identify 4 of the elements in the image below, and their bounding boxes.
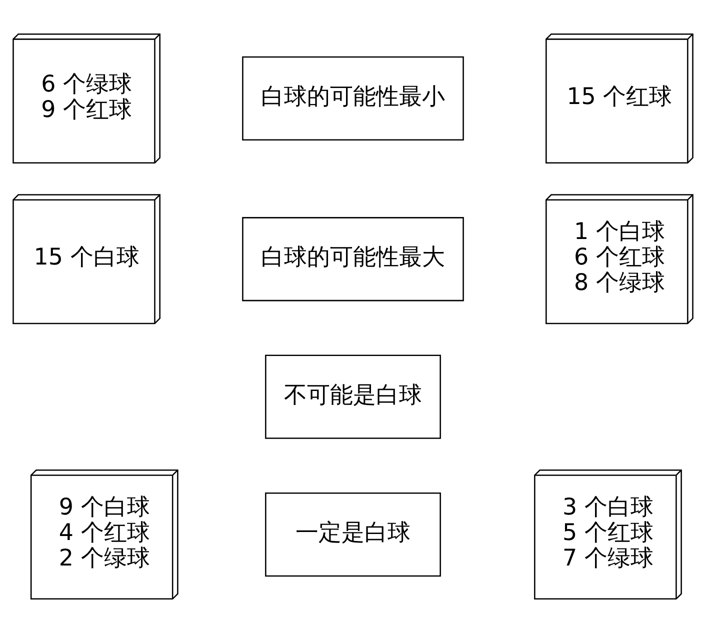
node-box: 不可能是白球 (265, 354, 441, 439)
node-box: 一定是白球 (265, 492, 441, 577)
node-box: 白球的可能性最大 (242, 217, 464, 302)
node-box: 白球的可能性最小 (242, 56, 464, 141)
